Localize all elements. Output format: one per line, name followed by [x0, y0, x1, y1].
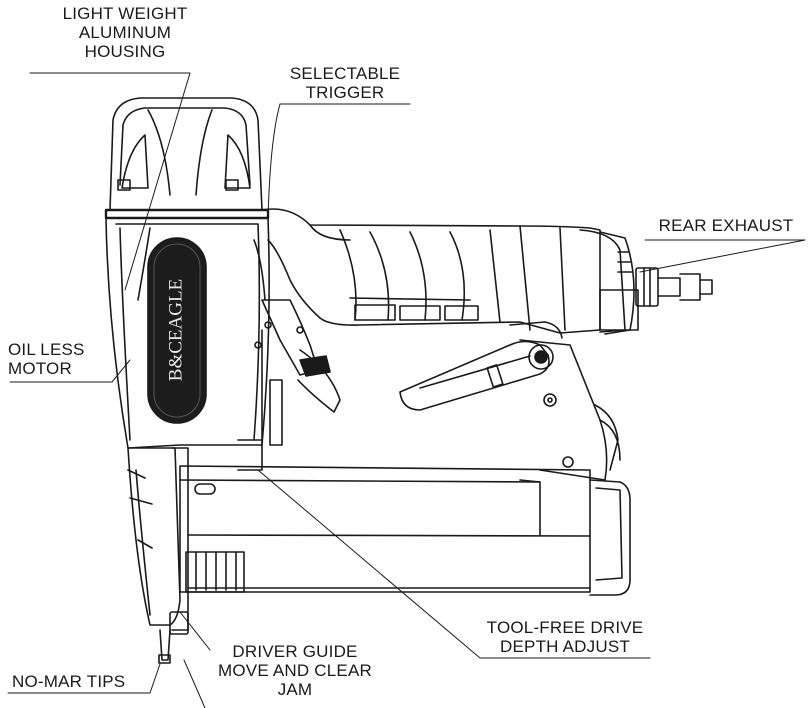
nose-section [127, 447, 189, 664]
magazine-pusher [185, 551, 245, 593]
label-trigger-line2: TRIGGER [305, 83, 385, 102]
label-driver-line2: MOVE AND CLEAR [218, 661, 372, 680]
handle [261, 208, 626, 334]
label-driver-line1: DRIVER GUIDE [232, 642, 358, 661]
label-depth-line2: DEPTH ADJUST [500, 637, 630, 656]
air-fitting [599, 267, 713, 331]
rear-exhaust-cap [599, 231, 635, 335]
motor-cap [104, 97, 270, 220]
rear-bracket [519, 339, 621, 481]
label-motor-line2: MOTOR [8, 359, 72, 378]
label-driver-guide: DRIVER GUIDE MOVE AND CLEAR JAM [215, 642, 375, 699]
label-depth-line1: TOOL-FREE DRIVE [486, 618, 644, 637]
housing-body [105, 217, 270, 449]
label-housing-line1: LIGHT WEIGHT [62, 4, 188, 23]
label-no-mar-tips: NO-MAR TIPS [12, 672, 126, 691]
label-trigger: SELECTABLE TRIGGER [280, 64, 410, 102]
label-rear-exhaust: REAR EXHAUST [658, 216, 794, 235]
label-housing-line3: HOUSING [84, 42, 166, 61]
brand-badge: B&CEAGLE [147, 237, 207, 424]
label-depth-adjust: TOOL-FREE DRIVE DEPTH ADJUST [470, 618, 660, 656]
trigger-assembly [237, 299, 341, 471]
leader-lines [7, 72, 806, 708]
label-trigger-line1: SELECTABLE [289, 64, 401, 83]
label-motor: OIL LESS MOTOR [8, 340, 118, 378]
magazine [179, 465, 631, 596]
label-driver-line3: JAM [277, 680, 313, 699]
depth-lever [399, 321, 563, 411]
label-motor-line1: OIL LESS [8, 340, 85, 359]
label-housing: LIGHT WEIGHT ALUMINUM HOUSING [50, 4, 200, 61]
label-housing-line2: ALUMINUM [78, 23, 172, 42]
brand-logo-text: B&CEAGLE [165, 279, 186, 381]
